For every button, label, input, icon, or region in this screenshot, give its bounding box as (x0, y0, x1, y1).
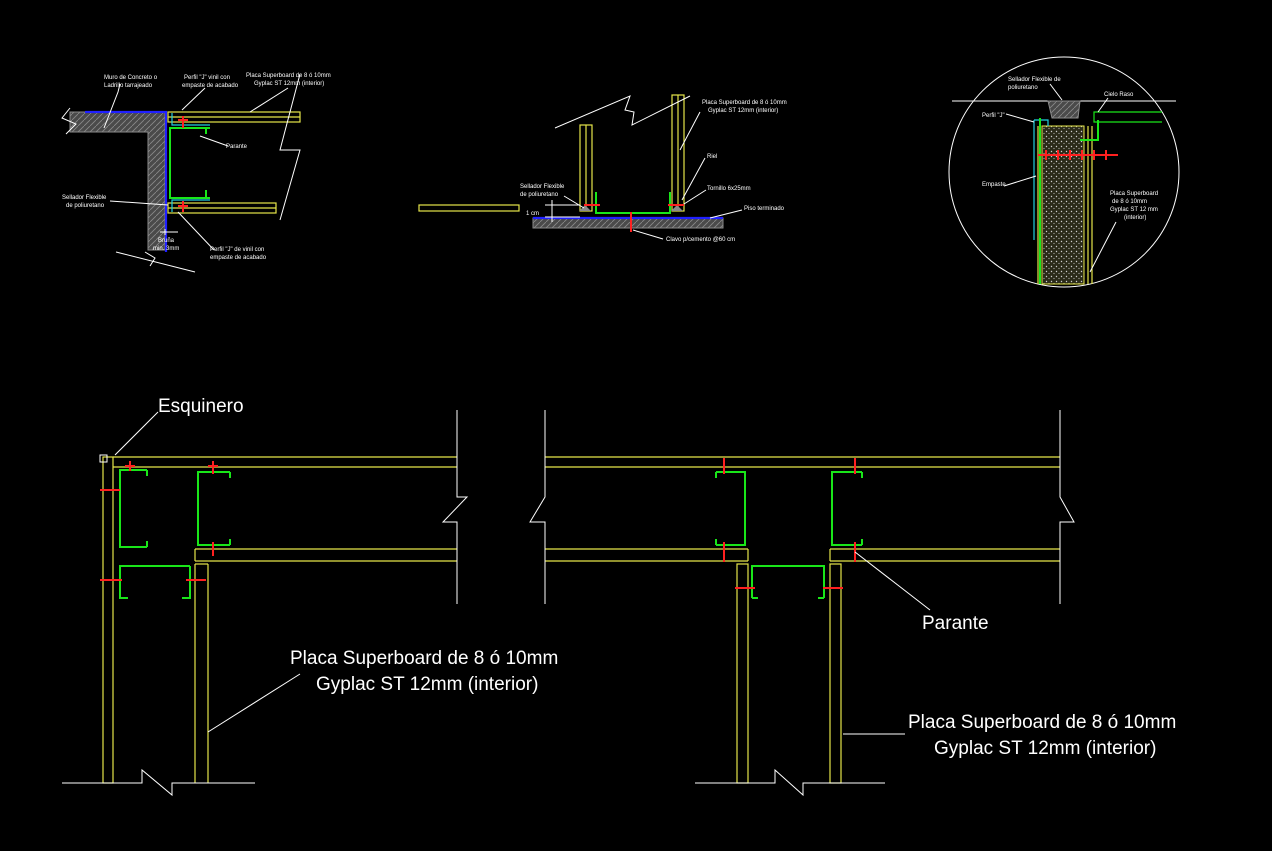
label-empaste: Empaste (982, 182, 1006, 188)
break-line (1059, 410, 1075, 604)
label-perfil-j-bottom-2: empaste de acabado (210, 255, 267, 261)
leader (114, 411, 159, 456)
label-placa-2: de 8 ó 10mm (1112, 199, 1147, 205)
label-perfil-j-bottom: Perfil "J" de vinil con (210, 247, 264, 253)
label-bruna-2: min. 3mm (153, 246, 179, 252)
label-parante: Parante (226, 144, 248, 150)
break-line (62, 768, 255, 797)
break-line (61, 107, 77, 135)
break-line (144, 251, 156, 267)
stud (169, 127, 210, 199)
label-sellador-2: de poliuretano (66, 203, 105, 209)
board-left (102, 456, 114, 784)
break-line (554, 95, 691, 129)
sealant (579, 205, 683, 211)
label-tornillo: Tornillo 6x25mm (707, 186, 751, 192)
label-perfil-j-top-2: empaste de acabado (182, 83, 239, 89)
board-right (829, 563, 842, 784)
label-perfil-j: Perfil "J" (982, 113, 1005, 119)
stud (197, 471, 230, 546)
label-placa: Placa Superboard de 8 ó 10mm (702, 100, 787, 106)
break-line (441, 410, 469, 604)
label-sellador-2: de poliuretano (520, 192, 559, 198)
screw (208, 461, 218, 474)
label-sellador: Sellador Flexible de (1008, 77, 1061, 83)
label-cielo: Cielo Raso (1104, 92, 1134, 98)
break-line (529, 410, 546, 604)
concrete-wall (69, 111, 166, 251)
ceiling-profile (1093, 111, 1162, 123)
screw (178, 116, 188, 128)
label-placa-4: (interior) (1124, 215, 1146, 221)
label-bruna: Bruña (158, 238, 175, 244)
dimension (545, 200, 580, 222)
corner-bead (99, 454, 108, 463)
stud (119, 565, 190, 599)
board-left (736, 563, 749, 784)
label-muro: Muro de Concreto o (104, 75, 158, 81)
label-cm: 1 cm (526, 211, 539, 217)
label-perfil-j-top: Perfil "J" vinil con (184, 75, 230, 81)
label-placa-2: Gyplac ST 12mm (interior) (708, 108, 778, 114)
plan-t-junction: Parante Placa Superboard de 8 ó 10mm Gyp… (529, 410, 1176, 797)
label-placa-2: Gyplac ST 12mm (interior) (316, 674, 538, 695)
screw (125, 461, 135, 471)
rail (595, 192, 671, 214)
profile-j-bottom (171, 199, 210, 212)
screw (178, 201, 188, 212)
stud (751, 565, 825, 598)
label-placa: Placa Superboard de 8 ó 10mm (908, 712, 1176, 733)
label-parante: Parante (922, 613, 989, 634)
label-placa-3: Gyplac ST 12 mm (1110, 207, 1158, 213)
detail-circle (948, 56, 1180, 288)
label-placa: Placa Superboard de 8 ó 10mm (290, 648, 558, 669)
stud (831, 471, 862, 546)
floor-slab (532, 217, 724, 229)
label-placa: Placa Superboard de 8 ó 10mm (246, 73, 331, 79)
break-line (695, 768, 885, 797)
label-esquinero: Esquinero (158, 396, 244, 417)
label-placa-2: Gyplac ST 12mm (interior) (254, 81, 324, 87)
label-sellador: Sellador Flexible (520, 184, 565, 190)
label-riel: Riel (707, 154, 717, 160)
label-placa-2: Gyplac ST 12mm (interior) (934, 738, 1156, 759)
profile-j-top (171, 113, 210, 126)
detail-wall-base: Placa Superboard de 8 ó 10mm Gyplac ST 1… (418, 94, 787, 243)
stud (716, 471, 746, 546)
plan-corner-junction: Esquinero Placa Superboard de 8 ó 10mm G… (62, 396, 558, 797)
label-sellador-2: poliuretano (1008, 85, 1038, 91)
sealant (1047, 100, 1081, 119)
floor-board (418, 204, 520, 212)
leader (854, 551, 931, 611)
detail-ceiling-junction: Sellador Flexible de poliuretano Cielo R… (948, 56, 1180, 288)
label-muro-2: Ladrillo tarrajeado (104, 83, 153, 89)
label-piso: Piso terminado (744, 206, 785, 212)
label-clavo: Clavo p/cemento @60 cm (666, 237, 735, 243)
leader (207, 673, 301, 733)
profile-j (1033, 119, 1049, 240)
wall-core (1041, 125, 1085, 285)
detail-wall-to-concrete: Muro de Concreto o Ladrillo tarrajeado P… (61, 73, 331, 273)
stud (119, 469, 147, 548)
label-placa: Placa Superboard (1110, 191, 1158, 197)
label-sellador: Sellador Flexible (62, 195, 107, 201)
break-line (279, 73, 301, 221)
